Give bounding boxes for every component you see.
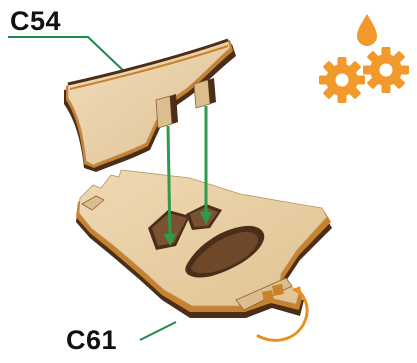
leader-line-c54	[8, 37, 128, 75]
part-c54-curved-beam	[64, 40, 236, 172]
part-c61-base-plate	[76, 170, 332, 318]
guide-arrow-left	[168, 126, 170, 240]
gears-with-oil-drop-icon	[319, 14, 409, 103]
leader-line-c61	[140, 322, 176, 340]
